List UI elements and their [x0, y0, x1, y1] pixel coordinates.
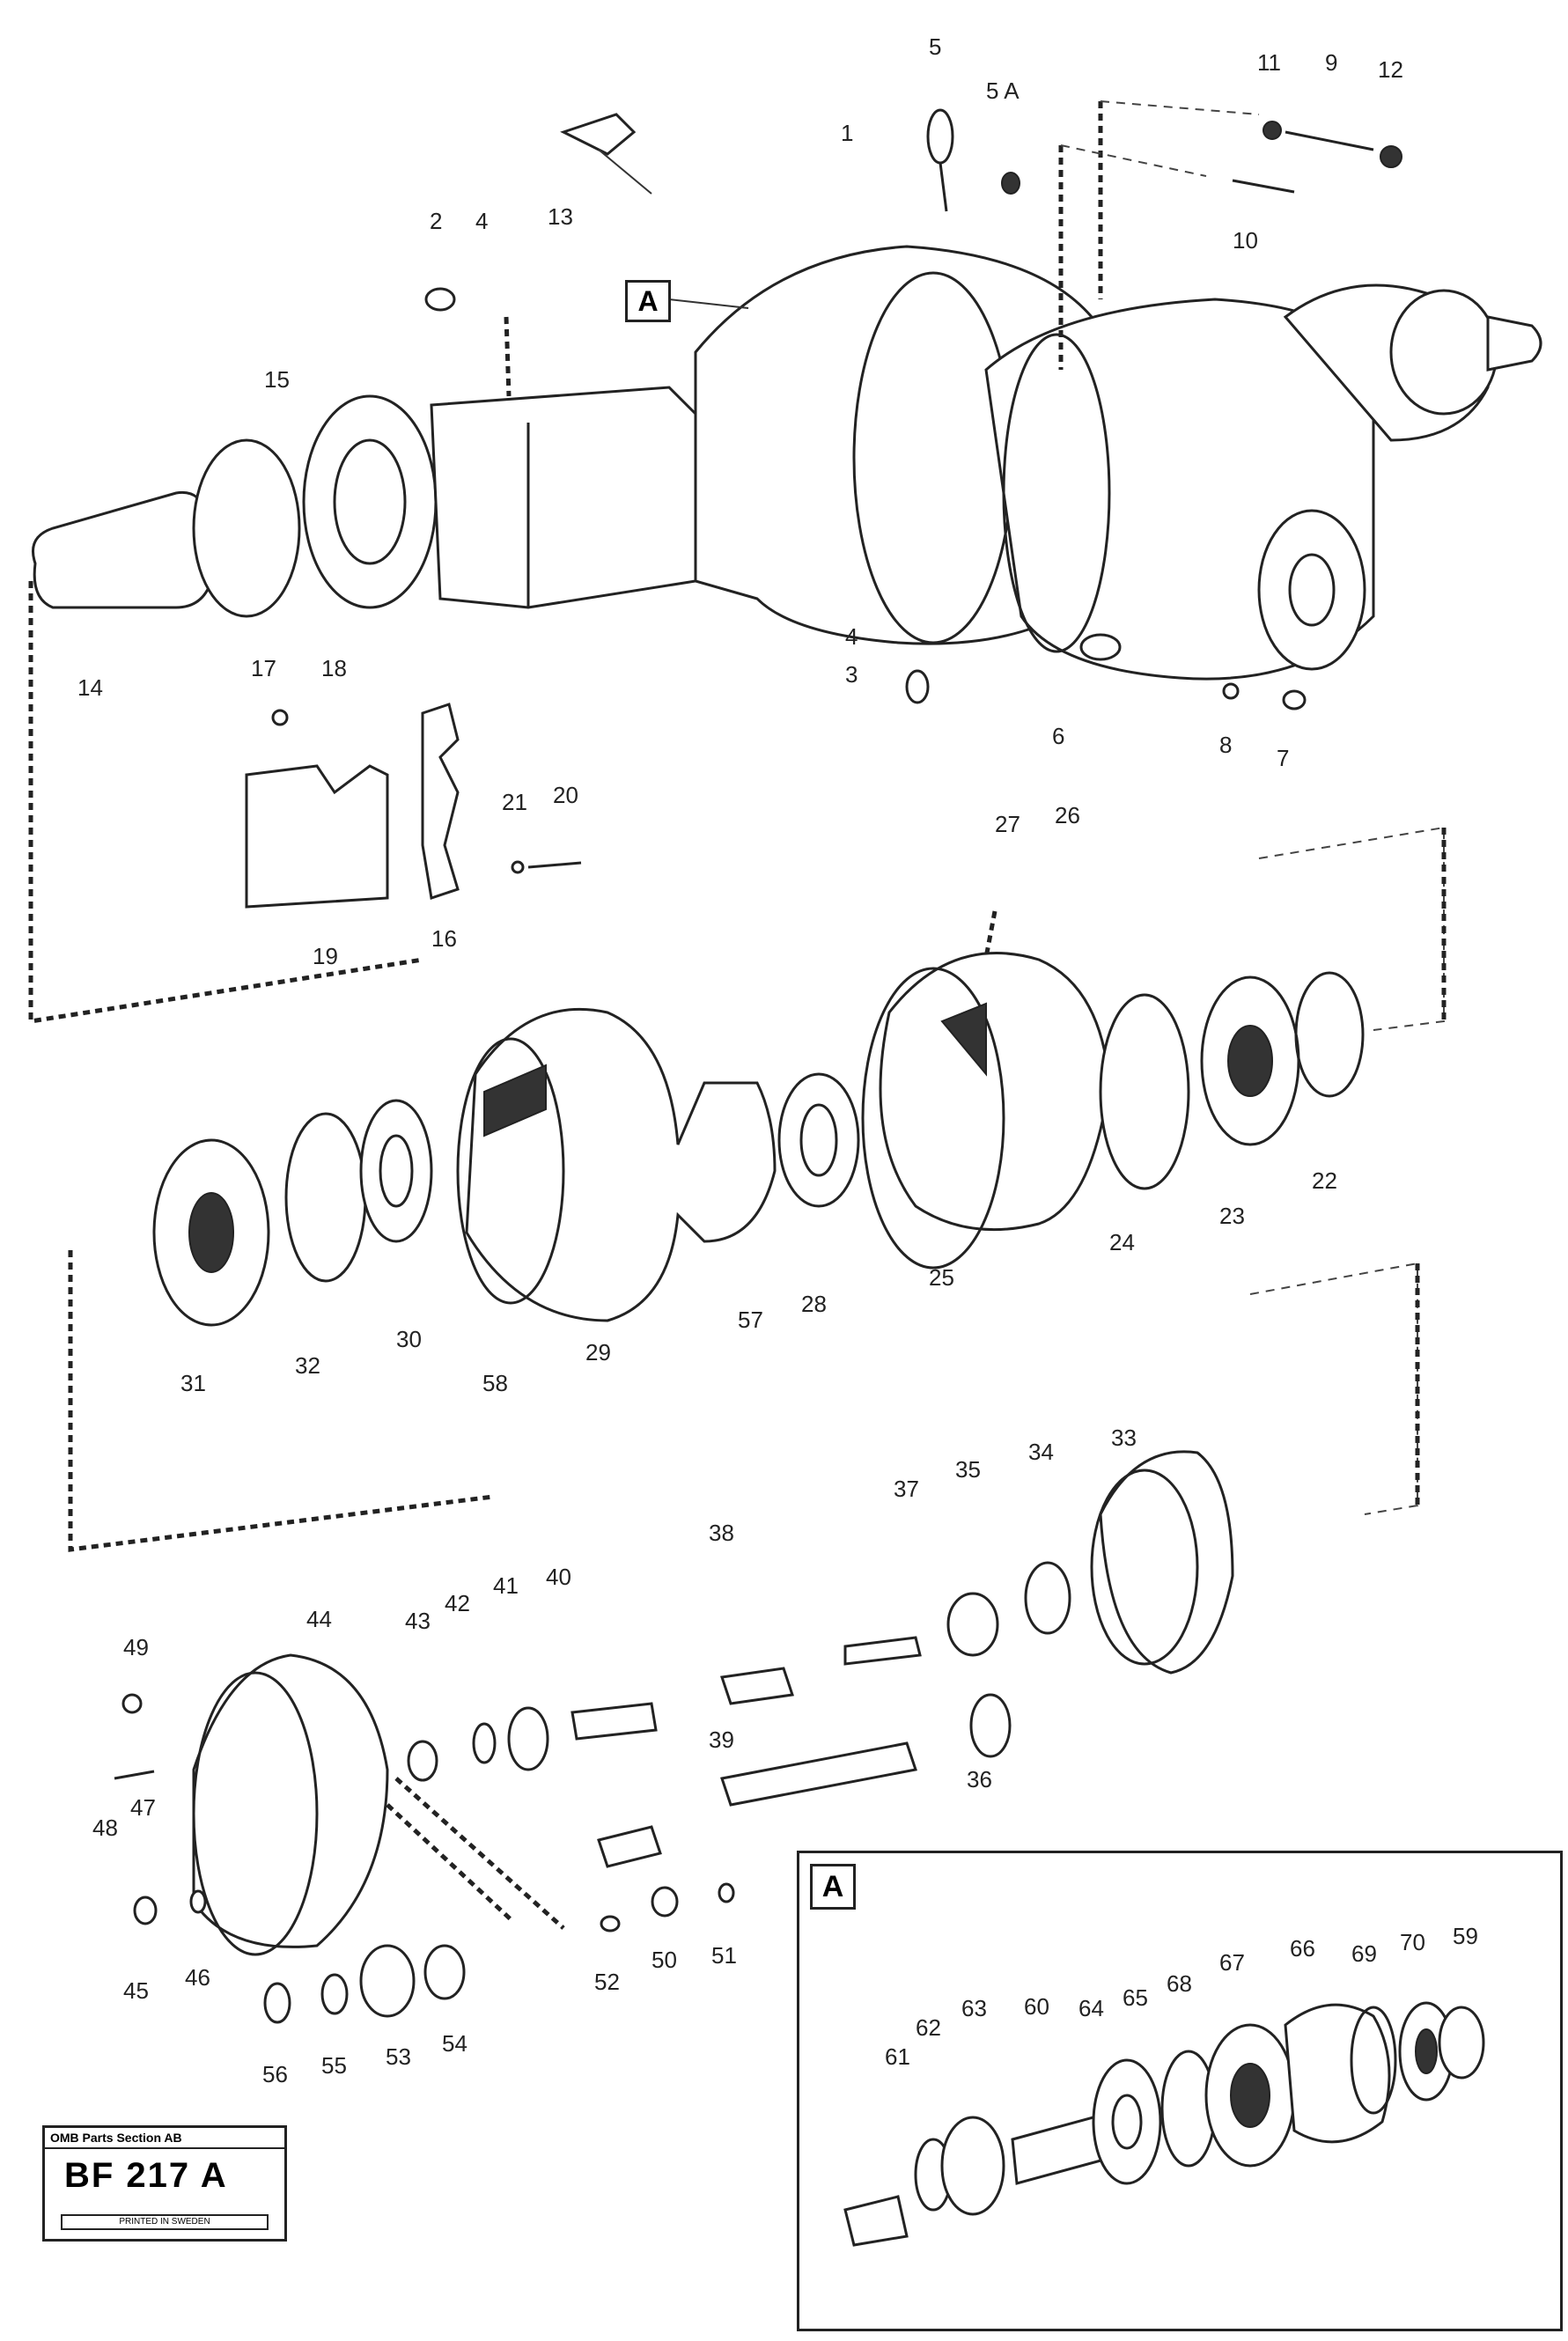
callout-45: 45 [123, 1977, 149, 2004]
callout-5: 5 [929, 33, 941, 60]
callout-69: 69 [1351, 1940, 1377, 1967]
bracket-parts [245, 703, 582, 909]
callout-12: 12 [1378, 56, 1403, 83]
callout-60: 60 [1024, 1993, 1049, 2020]
callout-58: 58 [482, 1370, 508, 1396]
callout-38: 38 [709, 1520, 734, 1546]
callout-42: 42 [445, 1590, 470, 1616]
inset-a-parts [843, 2001, 1485, 2247]
title-block-footer: PRINTED IN SWEDEN [61, 2214, 269, 2230]
callout-61: 61 [885, 2043, 910, 2070]
callout-24: 24 [1109, 1229, 1135, 1255]
callout-2: 2 [430, 208, 442, 234]
detail-a-leader [668, 298, 749, 309]
callout-15: 15 [264, 366, 290, 393]
callout-37: 37 [894, 1476, 919, 1502]
callout-21: 21 [502, 789, 527, 815]
callout-7: 7 [1277, 745, 1289, 771]
callout-19: 19 [313, 943, 338, 969]
callout-26: 26 [1055, 802, 1080, 828]
callout-44: 44 [306, 1606, 332, 1632]
callout-59: 59 [1453, 1923, 1478, 1949]
callout-55: 55 [321, 2052, 347, 2079]
callout-41: 41 [493, 1572, 519, 1599]
callout-43: 43 [405, 1608, 431, 1634]
planetary-parts [114, 1450, 1234, 2024]
callout-11: 11 [1257, 49, 1281, 76]
callout-27: 27 [995, 811, 1020, 837]
callout-5a: 5 A [986, 77, 1020, 104]
detail-a-inset-tag: A [810, 1864, 856, 1910]
detail-a-marker-label: A [637, 285, 659, 317]
callout-40: 40 [546, 1564, 571, 1590]
callout-30: 30 [396, 1326, 422, 1352]
callout-25: 25 [929, 1264, 954, 1291]
callout-65: 65 [1123, 1984, 1148, 2011]
callout-13: 13 [548, 203, 573, 230]
callout-46: 46 [185, 1964, 210, 1991]
callout-23: 23 [1219, 1203, 1245, 1229]
callout-49: 49 [123, 1634, 149, 1660]
callout-10: 10 [1233, 227, 1258, 254]
callout-1: 1 [841, 120, 853, 146]
axle-housing [32, 245, 1542, 681]
callout-28: 28 [801, 1291, 827, 1317]
callout-51: 51 [711, 1942, 737, 1969]
callout-47: 47 [130, 1794, 156, 1821]
callout-32: 32 [295, 1352, 320, 1379]
detail-a-marker: A [625, 280, 671, 322]
detail-a-inset-label: A [821, 1870, 844, 1903]
title-block-company: OMB Parts Section AB [45, 2128, 284, 2149]
callout-52: 52 [594, 1969, 620, 1995]
callout-54: 54 [442, 2030, 467, 2057]
callout-57: 57 [738, 1307, 763, 1333]
callout-22: 22 [1312, 1167, 1337, 1194]
title-block-code: BF 217 A [64, 2156, 228, 2195]
callout-8: 8 [1219, 732, 1232, 758]
callout-34: 34 [1028, 1439, 1054, 1465]
callout-33: 33 [1111, 1424, 1137, 1451]
callout-29: 29 [585, 1339, 611, 1366]
callout-18: 18 [321, 655, 347, 681]
small-parts-top [424, 108, 1402, 710]
callout-6: 6 [1052, 723, 1064, 749]
callout-56: 56 [262, 2061, 288, 2087]
callout-20: 20 [553, 782, 578, 808]
callout-9: 9 [1325, 49, 1337, 76]
callout-36: 36 [967, 1766, 992, 1793]
detail-a-inset: A [797, 1851, 1563, 2331]
callout-14: 14 [77, 674, 103, 701]
callout-3: 3 [845, 661, 858, 688]
callout-64: 64 [1078, 1995, 1104, 2021]
callout-53: 53 [386, 2043, 411, 2070]
callout-17: 17 [251, 655, 276, 681]
title-block: OMB Parts Section AB BF 217 A PRINTED IN… [42, 2125, 287, 2242]
callout-16: 16 [431, 925, 457, 952]
callout-48: 48 [92, 1815, 118, 1841]
hub-assembly [152, 952, 1365, 1327]
assembly-lines [28, 100, 1447, 1930]
callout-62: 62 [916, 2014, 941, 2041]
callout-4: 4 [475, 208, 488, 234]
callout-labels: 1 2 3 4 4 5 5 A 6 7 8 9 10 11 12 13 14 1… [77, 33, 1478, 2087]
callout-63: 63 [961, 1995, 987, 2021]
callout-35: 35 [955, 1456, 981, 1483]
callout-4b: 4 [845, 623, 858, 650]
callout-39: 39 [709, 1726, 734, 1753]
callout-50: 50 [651, 1947, 677, 1973]
callout-67: 67 [1219, 1949, 1245, 1976]
callout-68: 68 [1167, 1970, 1192, 1997]
callout-31: 31 [180, 1370, 206, 1396]
callout-66: 66 [1290, 1935, 1315, 1962]
callout-70: 70 [1400, 1929, 1425, 1955]
